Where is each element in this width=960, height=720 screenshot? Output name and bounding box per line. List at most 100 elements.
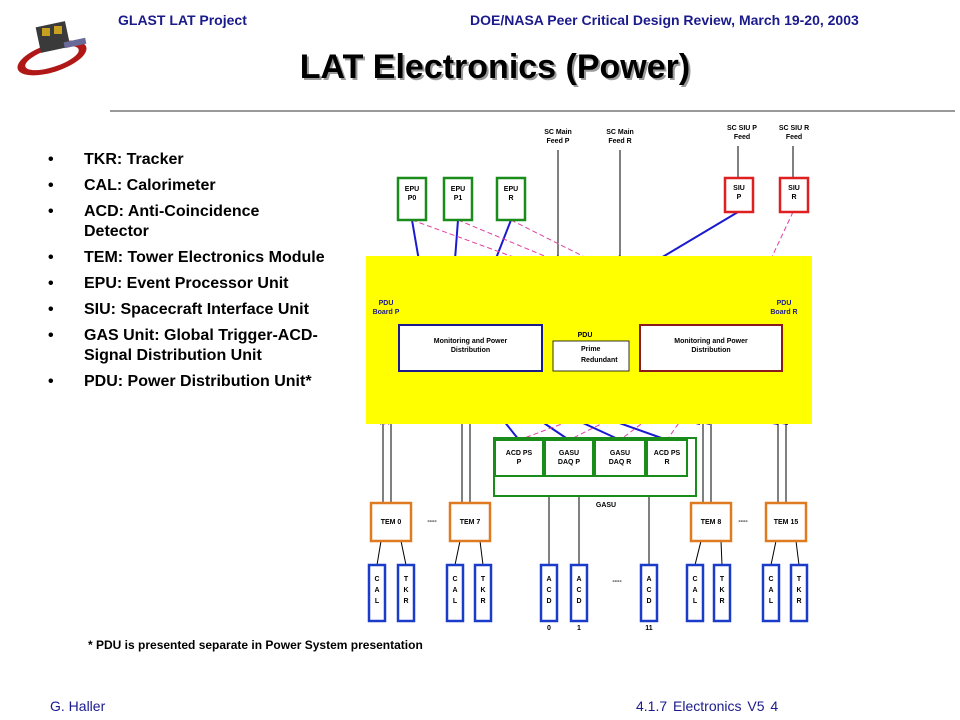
sc-main-feed-r-line-0: SC Main	[606, 129, 634, 136]
cal-0-box	[367, 563, 387, 623]
cal-8-letter-1: A	[692, 587, 697, 594]
tkr-0-letter-1: K	[403, 587, 408, 594]
cal-8-letter-2: L	[693, 598, 698, 605]
tem-box-3	[764, 501, 808, 543]
siu-box-1	[778, 176, 810, 214]
pdu-legend-box	[552, 340, 630, 372]
sc-main-feed-p-line-0: SC Main	[544, 129, 572, 136]
cal-0-letter-2: L	[375, 598, 380, 605]
gasu-box-1	[544, 439, 594, 477]
pdu-label: PDU	[578, 332, 593, 339]
cal-7-box	[445, 563, 465, 623]
pdu-board-r-label-line-0: PDU	[777, 300, 792, 307]
acd-0-letter-0: A	[546, 576, 551, 583]
acronym-list: TKR: Tracker CAL: Calorimeter ACD: Anti-…	[48, 150, 328, 398]
tkr-15-letter-1: K	[796, 587, 801, 594]
cal-15-letter-1: A	[768, 587, 773, 594]
cal-15-letter-2: L	[769, 598, 774, 605]
sc-siu-p-feed-line-1: Feed	[734, 134, 750, 141]
pdu-board-p-label-line-0: PDU	[379, 300, 394, 307]
siu-label-0-line-1: P	[737, 194, 742, 201]
footnote: * PDU is presented separate in Power Sys…	[88, 638, 423, 652]
acd-ellipsis: ----	[612, 578, 622, 585]
mpd-left-label-line-0: Monitoring and Power	[434, 338, 508, 345]
cal-0-letter-1: A	[374, 587, 379, 594]
gasu-box-0	[494, 439, 544, 477]
mpd-right-label-line-1: Distribution	[691, 347, 730, 354]
tem-label-0: TEM 0	[381, 519, 402, 526]
siu-label-0-line-0: SIU	[733, 185, 745, 192]
page-title: LAT Electronics (Power)	[299, 48, 691, 86]
epu-box-2	[495, 176, 527, 222]
tem-ellipsis-right: ----	[738, 518, 748, 525]
siu-box-0	[723, 176, 755, 214]
tem-label-1: TEM 7	[460, 519, 481, 526]
epu-box-1	[442, 176, 474, 222]
tkr-15-box	[789, 563, 809, 623]
tem-box-2	[689, 501, 733, 543]
acd-1-letter-1: C	[576, 587, 581, 594]
legend-redundant-label: Redundant	[581, 357, 618, 364]
cal-15-box	[761, 563, 781, 623]
tkr-7-box	[473, 563, 493, 623]
acd-0-box	[539, 563, 559, 623]
tkr-0-letter-2: R	[403, 598, 408, 605]
epu-box-0	[396, 176, 428, 222]
acd-1-box	[569, 563, 589, 623]
acd-1-letter-0: A	[576, 576, 581, 583]
cal-15-letter-0: C	[768, 576, 773, 583]
gasu-box-3	[646, 439, 688, 477]
tkr-8-box	[712, 563, 732, 623]
tem-label-2: TEM 8	[701, 519, 722, 526]
siu-label-1-line-1: R	[791, 194, 796, 201]
legend-prime-label: Prime	[581, 346, 601, 353]
acd-0-letter-1: C	[546, 587, 551, 594]
title-divider	[110, 110, 955, 112]
header-review: DOE/NASA Peer Critical Design Review, Ma…	[470, 12, 859, 28]
bullet-siu: SIU: Spacecraft Interface Unit	[48, 300, 328, 320]
tem-label-3: TEM 15	[774, 519, 799, 526]
bullet-pdu: PDU: Power Distribution Unit*	[48, 372, 328, 392]
tem-mod-line-2-0	[694, 540, 702, 566]
acd-number-11: 11	[645, 625, 653, 632]
tem-mod-line-3-1	[795, 540, 800, 566]
mpd-left-box	[398, 324, 543, 372]
tem-box-1	[448, 501, 492, 543]
acd-number-0: 0	[547, 625, 551, 632]
gasu-box-label-1-line-1: DAQ P	[558, 459, 581, 466]
mpd-right-box	[639, 324, 783, 372]
tkr-15-letter-2: R	[796, 598, 801, 605]
pdu-board-p-label-line-1: Board P	[373, 309, 400, 316]
epu-label-2-line-0: EPU	[504, 186, 518, 193]
gasu-box-label-1-line-0: GASU	[559, 450, 579, 457]
tem-mod-line-3-0	[770, 540, 777, 566]
bullet-tkr: TKR: Tracker	[48, 150, 328, 170]
cal-0-letter-0: C	[374, 576, 379, 583]
gasu-box-2	[594, 439, 646, 477]
epu-label-2-line-1: R	[508, 195, 513, 202]
bullet-epu: EPU: Event Processor Unit	[48, 274, 328, 294]
tem-ellipsis-left: ----	[427, 518, 437, 525]
footer-page: 4.1.7 Electronics V5 4	[636, 698, 779, 714]
bullet-cal: CAL: Calorimeter	[48, 176, 328, 196]
acd-0-letter-2: D	[546, 598, 551, 605]
tkr-7-letter-1: K	[480, 587, 485, 594]
sc-main-feed-p-line-1: Feed P	[547, 138, 570, 145]
siu-label-1-line-0: SIU	[788, 185, 800, 192]
header-project: GLAST LAT Project	[118, 12, 247, 28]
cal-8-box	[685, 563, 705, 623]
gasu-box-label-0-line-0: ACD PS	[506, 450, 533, 457]
sc-siu-r-feed-line-1: Feed	[786, 134, 802, 141]
acd-1-letter-2: D	[576, 598, 581, 605]
pdu-board-r-label-line-1: Board R	[770, 309, 797, 316]
tem-mod-line-0-1	[400, 540, 407, 566]
gasu-box-label-3-line-0: ACD PS	[654, 450, 681, 457]
sc-main-feed-r-line-1: Feed R	[608, 138, 631, 145]
cal-7-letter-0: C	[452, 576, 457, 583]
acd-11-letter-1: C	[646, 587, 651, 594]
epu-label-1-line-1: P1	[454, 195, 463, 202]
acd-11-box	[639, 563, 659, 623]
cal-7-letter-2: L	[453, 598, 458, 605]
